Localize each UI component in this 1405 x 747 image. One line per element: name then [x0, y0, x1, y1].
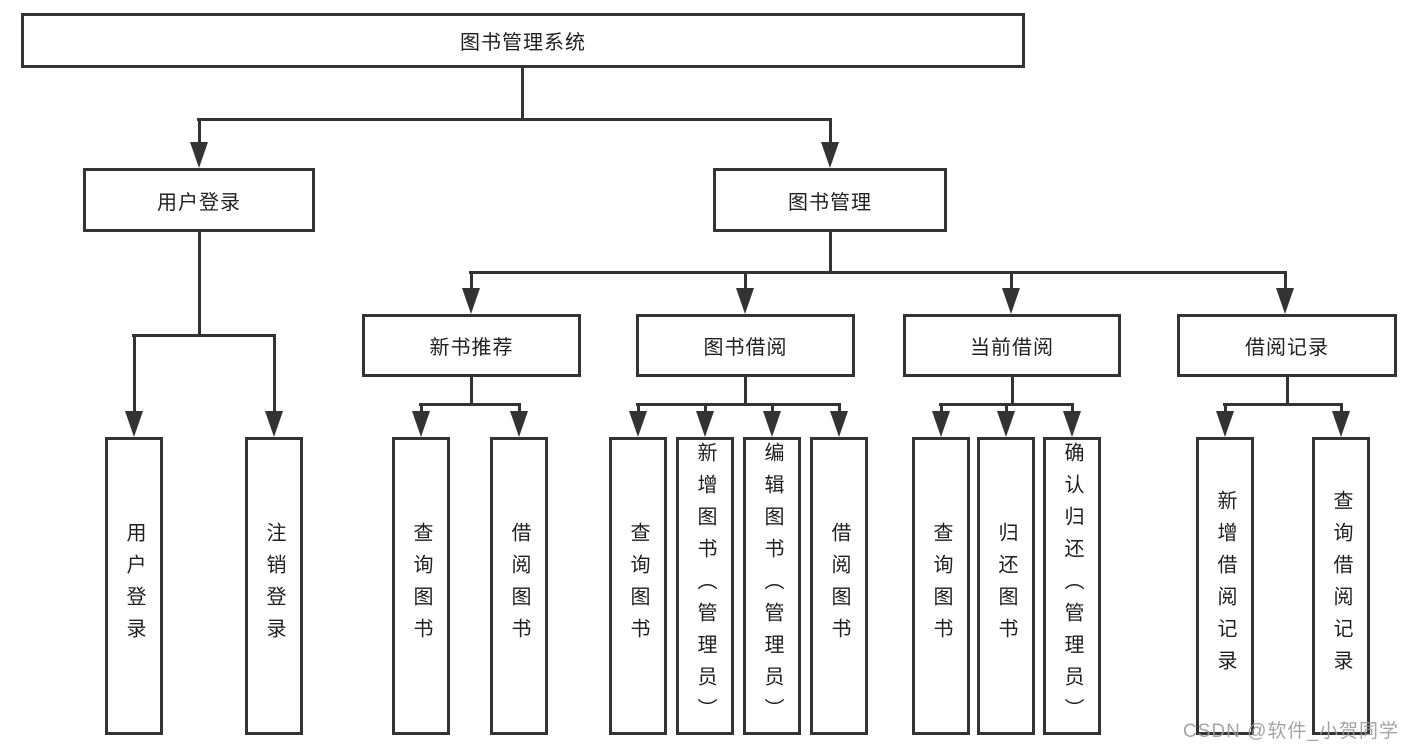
node-borrowing-records-label: 借阅记录 — [1245, 337, 1329, 359]
connector-new-book-bar — [419, 403, 521, 406]
arrowhead-icon — [1063, 411, 1081, 437]
leaf-add-book-admin-label: 新增图书（管理员） — [694, 442, 716, 730]
arrowhead-icon — [265, 411, 283, 437]
connector-level3-bar — [469, 271, 1287, 274]
connector-to-book-management — [829, 118, 832, 145]
node-user-login-label: 用户登录 — [157, 191, 241, 214]
node-new-book-recommend-label: 新书推荐 — [429, 337, 514, 359]
leaf-logout-label: 注销登录 — [263, 522, 285, 650]
connector-borrowing-records-stem — [1286, 377, 1289, 406]
leaf-borrow-books-recommend-label: 借阅图书 — [508, 522, 530, 650]
leaf-query-books-borrowing: 查询图书 — [609, 437, 667, 735]
connector-book-borrowing-stem — [744, 377, 747, 406]
connector-level1-bar — [197, 118, 832, 121]
connector-to-new-book — [470, 271, 473, 291]
leaf-borrow-books-borrowing: 借阅图书 — [810, 437, 868, 735]
arrowhead-icon — [821, 142, 839, 168]
connector-leaf-stub — [1340, 403, 1343, 413]
leaf-query-books-recommend: 查询图书 — [392, 437, 450, 735]
leaf-user-login: 用户登录 — [105, 437, 163, 735]
leaf-edit-book-admin: 编辑图书（管理员） — [743, 437, 801, 735]
connector-current-borrowing-stem — [1011, 377, 1014, 406]
arrowhead-icon — [1332, 411, 1350, 437]
node-book-borrowing: 图书借阅 — [636, 314, 855, 377]
arrowhead-icon — [629, 411, 647, 437]
leaf-user-login-label: 用户登录 — [123, 522, 145, 650]
connector-to-current-borrowing — [1010, 271, 1013, 291]
connector-to-book-borrowing — [744, 271, 747, 291]
leaf-add-borrow-record-label: 新增借阅记录 — [1214, 490, 1236, 682]
arrowhead-icon — [462, 288, 480, 314]
arrowhead-icon — [763, 411, 781, 437]
node-current-borrowing-label: 当前借阅 — [970, 337, 1054, 359]
connector-book-borrowing-bar — [636, 403, 841, 406]
leaf-add-book-admin: 新增图书（管理员） — [676, 437, 734, 735]
arrowhead-icon — [412, 411, 430, 437]
leaf-return-book-label: 归还图书 — [995, 522, 1017, 650]
connector-leaf-stub — [771, 403, 774, 413]
arrowhead-icon — [1216, 411, 1234, 437]
leaf-edit-book-admin-label: 编辑图书（管理员） — [761, 442, 783, 730]
leaf-query-borrow-record: 查询借阅记录 — [1312, 437, 1370, 735]
node-borrowing-records: 借阅记录 — [1177, 314, 1397, 377]
node-book-management-label: 图书管理 — [788, 191, 872, 214]
leaf-query-borrow-record-label: 查询借阅记录 — [1330, 490, 1352, 682]
leaf-query-books-borrowing-label: 查询图书 — [627, 522, 649, 650]
csdn-watermark: CSDN @软件_小贺同学 — [1183, 721, 1399, 742]
arrowhead-icon — [1276, 288, 1294, 314]
leaf-borrow-books-borrowing-label: 借阅图书 — [828, 522, 850, 650]
connector-to-user-login — [198, 118, 201, 145]
arrowhead-icon — [830, 411, 848, 437]
node-library-system-label: 图书管理系统 — [460, 32, 586, 54]
leaf-return-book: 归还图书 — [977, 437, 1035, 735]
arrowhead-icon — [125, 411, 143, 437]
connector-leaf-stub — [637, 403, 640, 413]
arrowhead-icon — [736, 288, 754, 314]
node-current-borrowing: 当前借阅 — [903, 314, 1121, 377]
connector-leaf-stub — [838, 403, 841, 413]
node-book-borrowing-label: 图书借阅 — [703, 337, 788, 359]
leaf-query-books-recommend-label: 查询图书 — [410, 522, 432, 650]
leaf-query-books-current: 查询图书 — [912, 437, 970, 735]
connector-leaf-stub — [1005, 403, 1008, 413]
connector-to-leaf-user-login — [133, 334, 136, 413]
connector-to-leaf-logout — [273, 334, 276, 413]
connector-book-management-stem — [829, 232, 832, 274]
arrowhead-icon — [190, 142, 208, 168]
arrowhead-icon — [510, 411, 528, 437]
leaf-add-borrow-record: 新增借阅记录 — [1196, 437, 1254, 735]
arrowhead-icon — [696, 411, 714, 437]
connector-leaf-stub — [1224, 403, 1227, 413]
node-new-book-recommend: 新书推荐 — [362, 314, 581, 377]
connector-leaf-stub — [704, 403, 707, 413]
leaf-query-books-current-label: 查询图书 — [930, 522, 952, 650]
connector-leaf-stub — [940, 403, 943, 413]
arrowhead-icon — [932, 411, 950, 437]
connector-leaf-stub — [1071, 403, 1074, 413]
leaf-confirm-return-admin: 确认归还（管理员） — [1043, 437, 1101, 735]
connector-user-login-bar — [132, 334, 276, 337]
leaf-confirm-return-admin-label: 确认归还（管理员） — [1061, 442, 1083, 730]
node-book-management: 图书管理 — [713, 168, 947, 232]
connector-leaf-stub — [518, 403, 521, 413]
node-library-system: 图书管理系统 — [21, 13, 1025, 68]
arrowhead-icon — [1002, 288, 1020, 314]
connector-new-book-stem — [470, 377, 473, 406]
connector-to-borrowing-records — [1284, 271, 1287, 291]
connector-user-login-stem — [198, 232, 201, 337]
leaf-borrow-books-recommend: 借阅图书 — [490, 437, 548, 735]
arrowhead-icon — [997, 411, 1015, 437]
leaf-logout: 注销登录 — [245, 437, 303, 735]
connector-root-stem — [521, 68, 524, 120]
node-user-login: 用户登录 — [83, 168, 315, 232]
connector-leaf-stub — [420, 403, 423, 413]
connector-borrowing-records-bar — [1223, 403, 1343, 406]
